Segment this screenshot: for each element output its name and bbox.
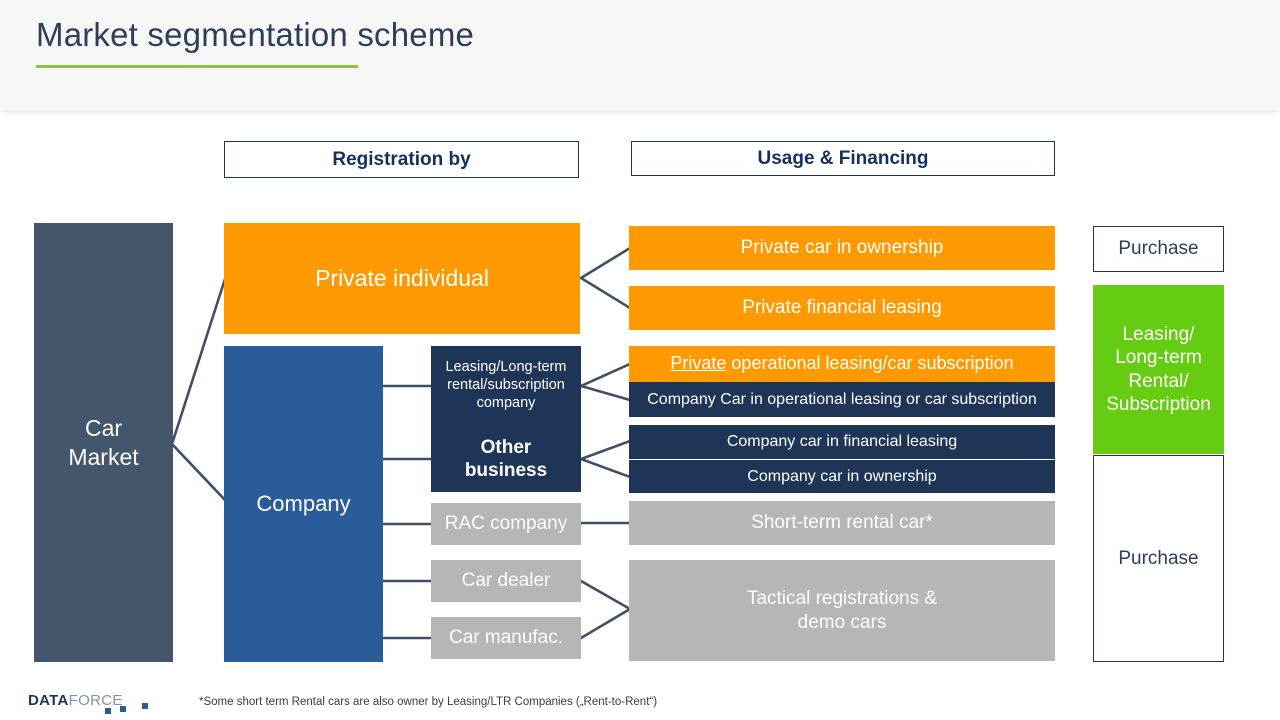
private-operational-leasing-rest: operational leasing/car subscription <box>726 353 1014 374</box>
node-tactical-registrations[interactable]: Tactical registrations & demo cars <box>629 560 1055 661</box>
node-company-car-in-ownership[interactable]: Company car in ownership <box>629 460 1055 493</box>
node-company-car-operational-leasing[interactable]: Company Car in operational leasing or ca… <box>629 382 1055 417</box>
title-underline-rule <box>36 65 358 68</box>
node-financing-purchase-bottom[interactable]: Purchase <box>1093 455 1224 662</box>
logo-square-1 <box>105 708 111 714</box>
logo-square-3 <box>142 703 148 709</box>
node-other-business[interactable]: Other business <box>431 426 581 492</box>
page-title: Market segmentation scheme <box>36 16 475 53</box>
tactical-registrations-line2: demo cars <box>797 611 887 633</box>
header-band: Market segmentation scheme <box>0 0 1280 110</box>
node-company-car-financial-leasing[interactable]: Company car in financial leasing <box>629 425 1055 459</box>
node-car-market[interactable]: Car Market <box>34 223 173 662</box>
node-car-manufacturer[interactable]: Car manufac. <box>431 617 581 659</box>
financing-leasing-line2: Long-term <box>1115 347 1202 369</box>
node-financing-leasing-ltr-subscription[interactable]: Leasing/ Long-term Rental/ Subscription <box>1093 285 1224 454</box>
logo-text-bold: DATA <box>28 692 69 709</box>
node-private-operational-leasing[interactable]: Private operational leasing/car subscrip… <box>629 346 1055 382</box>
financing-leasing-line3: Rental/ <box>1128 370 1189 392</box>
financing-leasing-line1: Leasing/ <box>1122 324 1195 346</box>
footnote-text: *Some short term Rental cars are also ow… <box>199 696 658 708</box>
financing-leasing-line4: Subscription <box>1106 393 1211 415</box>
logo-square-2 <box>120 706 126 712</box>
column-header-usage: Usage & Financing <box>631 141 1055 176</box>
car-market-label-line1: Car <box>84 415 123 442</box>
private-underlined-word: Private <box>670 353 727 374</box>
node-financing-purchase-top[interactable]: Purchase <box>1093 226 1224 272</box>
logo-text-light: FORCE <box>68 692 123 709</box>
car-market-label-line2: Market <box>68 443 139 470</box>
tactical-registrations-line1: Tactical registrations & <box>746 588 938 610</box>
dataforce-logo: DATAFORCE <box>28 692 123 709</box>
node-private-financial-leasing[interactable]: Private financial leasing <box>629 286 1055 330</box>
node-private-individual[interactable]: Private individual <box>224 223 580 334</box>
node-leasing-ltr-company[interactable]: Leasing/Long-term rental/subscription co… <box>431 346 581 426</box>
leasing-company-line1: Leasing/Long-term <box>445 359 567 376</box>
node-rac-company[interactable]: RAC company <box>431 503 581 545</box>
other-business-line2: business <box>464 460 548 481</box>
node-short-term-rental-car[interactable]: Short-term rental car* <box>629 501 1055 545</box>
node-private-car-in-ownership[interactable]: Private car in ownership <box>629 226 1055 270</box>
leasing-company-line2: rental/subscription <box>447 377 565 394</box>
column-header-registration: Registration by <box>224 141 579 178</box>
leasing-company-line3: company <box>476 394 536 411</box>
node-car-dealer[interactable]: Car dealer <box>431 560 581 602</box>
node-company[interactable]: Company <box>224 346 383 662</box>
other-business-line1: Other <box>480 436 532 458</box>
